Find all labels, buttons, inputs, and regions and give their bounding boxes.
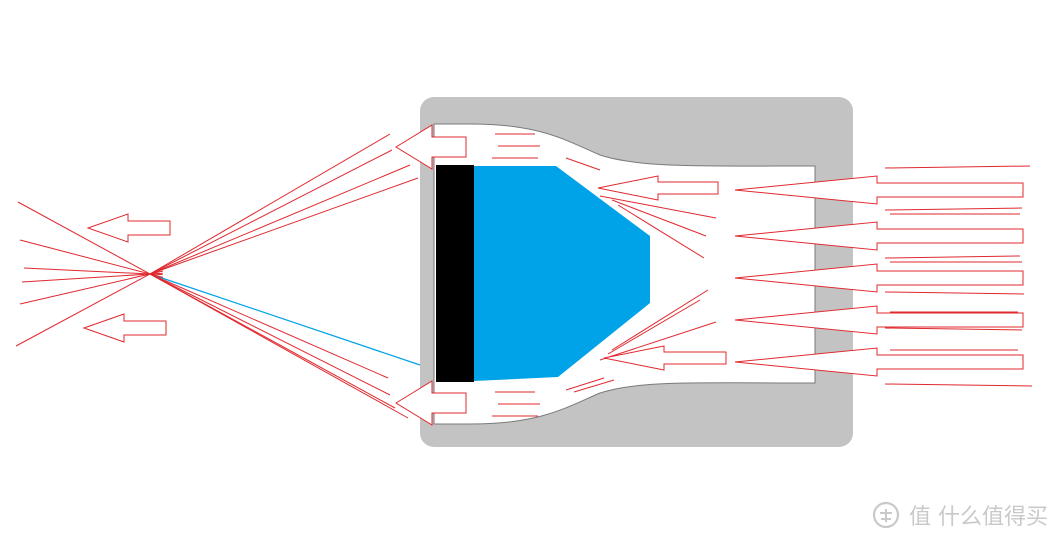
arrow-layer xyxy=(82,124,1024,426)
zhi-logo-icon xyxy=(872,501,900,529)
incoming-ray xyxy=(884,327,1023,331)
watermark-text: 值 什么值得买 xyxy=(909,505,1048,530)
lens-ray xyxy=(599,321,717,361)
upper-converging-ray xyxy=(149,164,411,275)
lens-arrow xyxy=(603,345,727,371)
left-focal-ray xyxy=(23,267,163,276)
incoming-arrow xyxy=(734,347,1024,377)
incoming-ray xyxy=(884,207,1023,211)
lens-ray xyxy=(565,157,601,171)
incoming-ray xyxy=(884,383,1033,387)
upper-converging-ray xyxy=(149,133,391,275)
lower-converging-ray xyxy=(149,273,391,396)
lens-arrow xyxy=(597,175,719,201)
ray-layer xyxy=(15,133,1033,419)
incoming-arrow xyxy=(734,175,1024,205)
exit-arrow xyxy=(395,124,467,170)
lens-ray xyxy=(565,377,605,391)
left-focal-ray xyxy=(17,201,164,282)
emitter-panel xyxy=(436,165,474,382)
incoming-arrow xyxy=(734,263,1024,293)
axis-ray xyxy=(149,273,421,366)
exit-arrow xyxy=(395,380,467,426)
left-focal-ray xyxy=(19,270,164,305)
lens-ray xyxy=(599,195,717,219)
channel-outline xyxy=(433,123,816,425)
lens-ray xyxy=(573,379,615,393)
incoming-arrow xyxy=(734,305,1024,335)
lens-ray xyxy=(611,289,709,351)
lower-converging-ray xyxy=(149,273,409,419)
lens-ray xyxy=(607,299,701,355)
lower-converging-ray xyxy=(149,273,389,379)
lens-ray xyxy=(611,199,707,237)
blue-lens xyxy=(474,166,650,381)
left-focal-ray xyxy=(21,272,163,283)
upper-converging-ray xyxy=(149,149,393,275)
watermark: 值 什么值得买 xyxy=(871,499,1048,531)
incoming-ray xyxy=(884,291,1025,295)
lens-ray xyxy=(617,204,705,259)
incoming-arrow xyxy=(734,221,1024,251)
left-arrow xyxy=(82,313,167,343)
left-focal-ray xyxy=(15,266,164,347)
left-arrow xyxy=(86,213,171,243)
incoming-ray xyxy=(884,165,1031,169)
upper-converging-ray xyxy=(149,177,419,275)
incoming-ray xyxy=(884,255,1021,259)
left-focal-ray xyxy=(19,239,164,278)
